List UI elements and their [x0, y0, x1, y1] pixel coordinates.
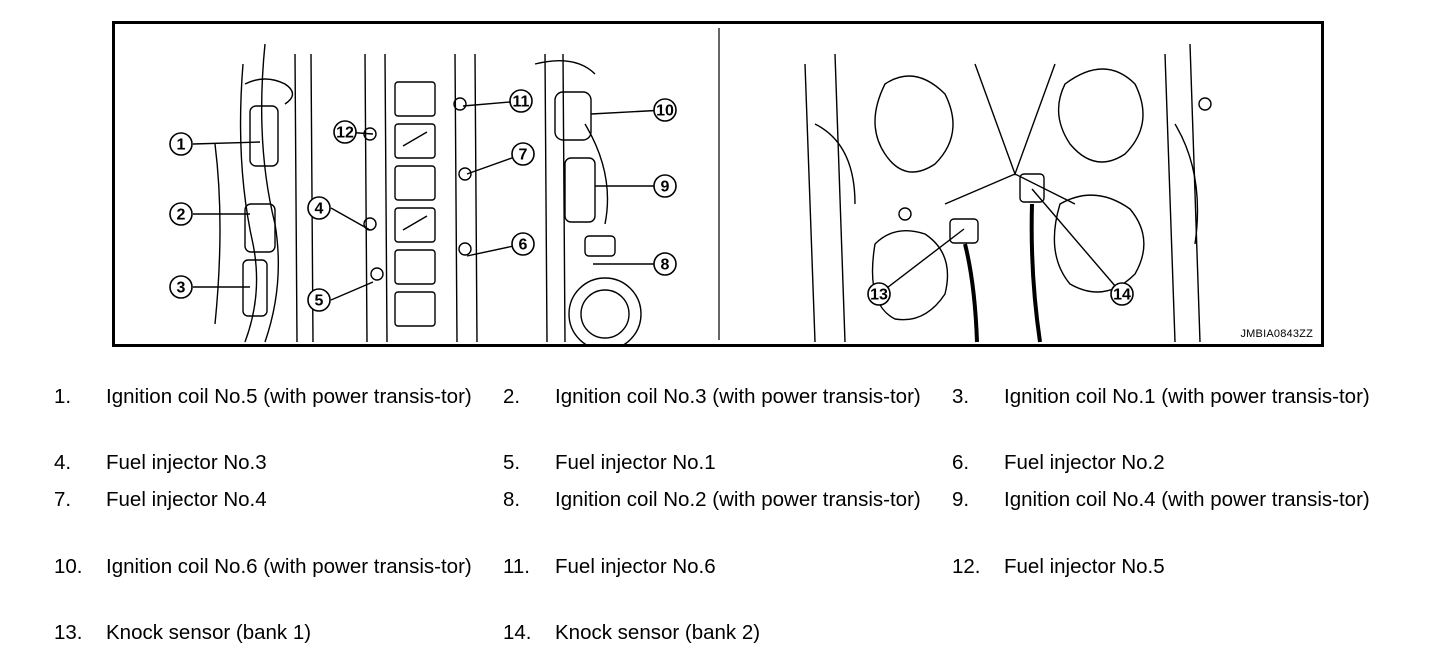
right-engine-drawing	[804, 43, 1212, 343]
figure-code: JMBIA0843ZZ	[1240, 328, 1313, 340]
callout-5: 5	[315, 293, 324, 310]
legend-number: 14.	[503, 621, 532, 644]
legend-text: Fuel injector No.6	[555, 555, 716, 578]
legend-number: 3.	[952, 385, 970, 408]
callout-markers: 1 2 3 4 5 6 7 8 9 10 11 12 13 14	[169, 89, 1134, 312]
legend-number: 5.	[503, 451, 521, 474]
callout-9: 9	[661, 179, 670, 196]
callout-13: 13	[870, 287, 888, 304]
legend-number: 4.	[54, 451, 72, 474]
engine-illustration-frame: 1 2 3 4 5 6 7 8 9 10 11 12 13 14 JMBIA08…	[112, 21, 1324, 347]
callout-2: 2	[177, 207, 186, 224]
legend-text: Knock sensor (bank 2)	[555, 621, 761, 644]
legend-text: Ignition coil No.6 (with power transis-t…	[106, 555, 472, 578]
legend-text: Knock sensor (bank 1)	[106, 621, 312, 644]
legend-text: Ignition coil No.3 (with power transis-t…	[555, 385, 921, 408]
legend-text: Fuel injector No.5	[1004, 555, 1165, 578]
legend-text: Fuel injector No.2	[1004, 451, 1165, 474]
left-engine-drawing	[214, 28, 720, 344]
callout-1: 1	[177, 137, 186, 154]
legend-number: 8.	[503, 488, 521, 511]
callout-14: 14	[1113, 287, 1131, 304]
callout-3: 3	[177, 280, 186, 297]
callout-7: 7	[519, 147, 528, 164]
legend-text: Ignition coil No.5 (with power transis-t…	[106, 385, 472, 408]
legend-number: 11.	[503, 555, 530, 578]
legend-number: 7.	[54, 488, 72, 511]
callout-4: 4	[315, 201, 324, 218]
legend-text: Fuel injector No.4	[106, 488, 267, 511]
legend-text: Fuel injector No.1	[555, 451, 716, 474]
callout-11: 11	[513, 94, 530, 111]
legend-number: 9.	[952, 488, 970, 511]
legend-number: 2.	[503, 385, 521, 408]
callout-6: 6	[519, 237, 528, 254]
legend-number: 13.	[54, 621, 83, 644]
legend-text: Fuel injector No.3	[106, 451, 267, 474]
engine-illustration: 1 2 3 4 5 6 7 8 9 10 11 12 13 14	[169, 28, 1212, 344]
legend-text: Ignition coil No.1 (with power transis-t…	[1004, 385, 1370, 408]
callout-12: 12	[336, 125, 354, 142]
legend-number: 1.	[54, 385, 72, 408]
legend-number: 12.	[952, 555, 981, 578]
legend-number: 10.	[54, 555, 83, 578]
callout-8: 8	[661, 257, 670, 274]
callout-10: 10	[656, 103, 674, 120]
legend-number: 6.	[952, 451, 970, 474]
legend-text: Ignition coil No.2 (with power transis-t…	[555, 488, 921, 511]
legend-text: Ignition coil No.4 (with power transis-t…	[1004, 488, 1370, 511]
